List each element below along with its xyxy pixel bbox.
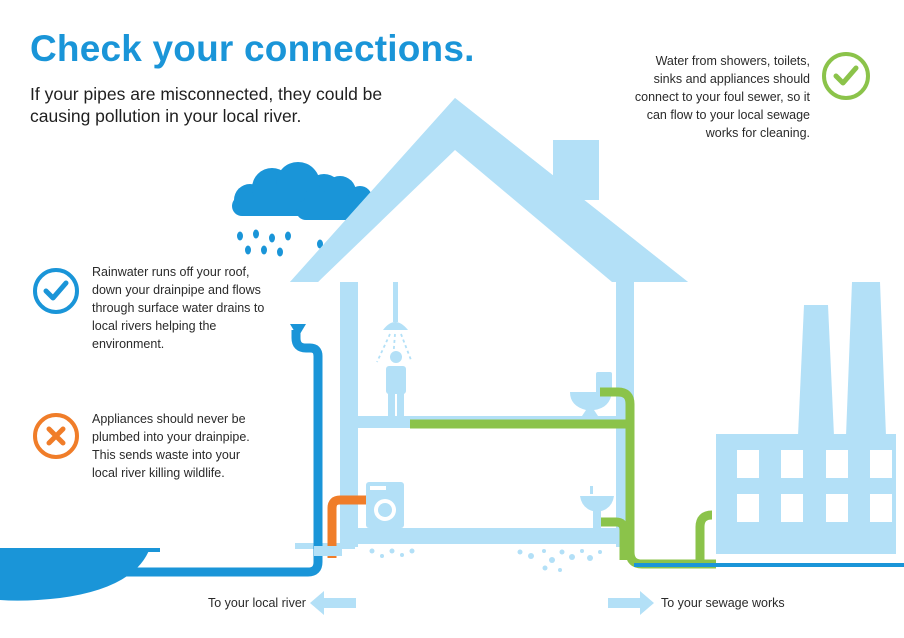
checkmark-icon: [822, 52, 870, 100]
debris: [369, 548, 602, 572]
drain-grate: [314, 546, 342, 556]
shower-icon: [376, 282, 412, 416]
note-appliances: Appliances should never be plumbed into …: [92, 412, 250, 480]
arrow-right-icon: [608, 591, 654, 615]
note-foul-sewer: Water from showers, toilets, sinks and a…: [634, 54, 810, 140]
left-wall: [340, 282, 358, 547]
page-subtitle: If your pipes are misconnected, they cou…: [30, 84, 383, 126]
surface-water-drainpipe: [0, 330, 323, 577]
raindrops: [237, 229, 323, 257]
washing-machine-icon: [366, 482, 404, 528]
note-rainwater: Rainwater runs off your roof, down your …: [92, 265, 265, 351]
misconnected-appliance-pipe: [327, 495, 366, 558]
drainpipe-gutter: [290, 324, 306, 334]
cross-icon: [33, 413, 79, 459]
foundation: [340, 528, 634, 544]
sink-icon: [580, 486, 614, 528]
checkmark-icon: [33, 268, 79, 314]
arrow-left-icon: [310, 591, 356, 615]
label-to-sewage-works: To your sewage works: [661, 596, 785, 610]
label-to-local-river: To your local river: [208, 596, 306, 610]
ground-line: [0, 548, 160, 552]
rain-cloud-icon: [232, 162, 374, 220]
factory-windows: [737, 450, 892, 522]
page-title: Check your connections.: [30, 28, 475, 69]
